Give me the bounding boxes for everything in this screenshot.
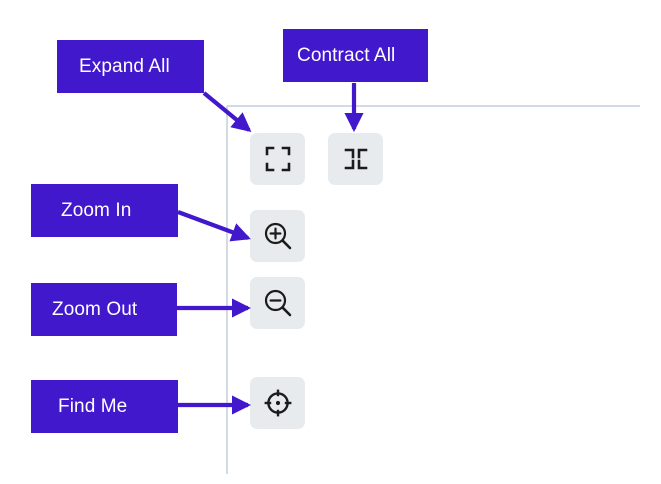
zoom-in-icon (262, 220, 294, 252)
callout-contract-all: Contract All (283, 29, 428, 82)
callout-expand-all: Expand All (57, 40, 204, 93)
contract-all-button[interactable] (328, 133, 383, 185)
callout-label: Zoom In (61, 200, 132, 221)
expand-icon (263, 144, 293, 174)
panel-left-divider (226, 106, 228, 474)
callout-zoom-out: Zoom Out (31, 283, 177, 336)
arrow-zoom-in (177, 210, 251, 242)
zoom-out-button[interactable] (250, 277, 305, 329)
callout-label: Find Me (58, 396, 128, 417)
callout-label: Zoom Out (52, 299, 138, 320)
callout-label: Contract All (297, 45, 396, 66)
find-me-button[interactable] (250, 377, 305, 429)
zoom-in-button[interactable] (250, 210, 305, 262)
panel-top-divider (227, 105, 640, 107)
callout-label: Expand All (79, 56, 170, 77)
contract-icon (341, 144, 371, 174)
crosshair-icon (262, 387, 294, 419)
expand-all-button[interactable] (250, 133, 305, 185)
zoom-out-icon (262, 287, 294, 319)
callout-zoom-in: Zoom In (31, 184, 178, 237)
callout-find-me: Find Me (31, 380, 178, 433)
